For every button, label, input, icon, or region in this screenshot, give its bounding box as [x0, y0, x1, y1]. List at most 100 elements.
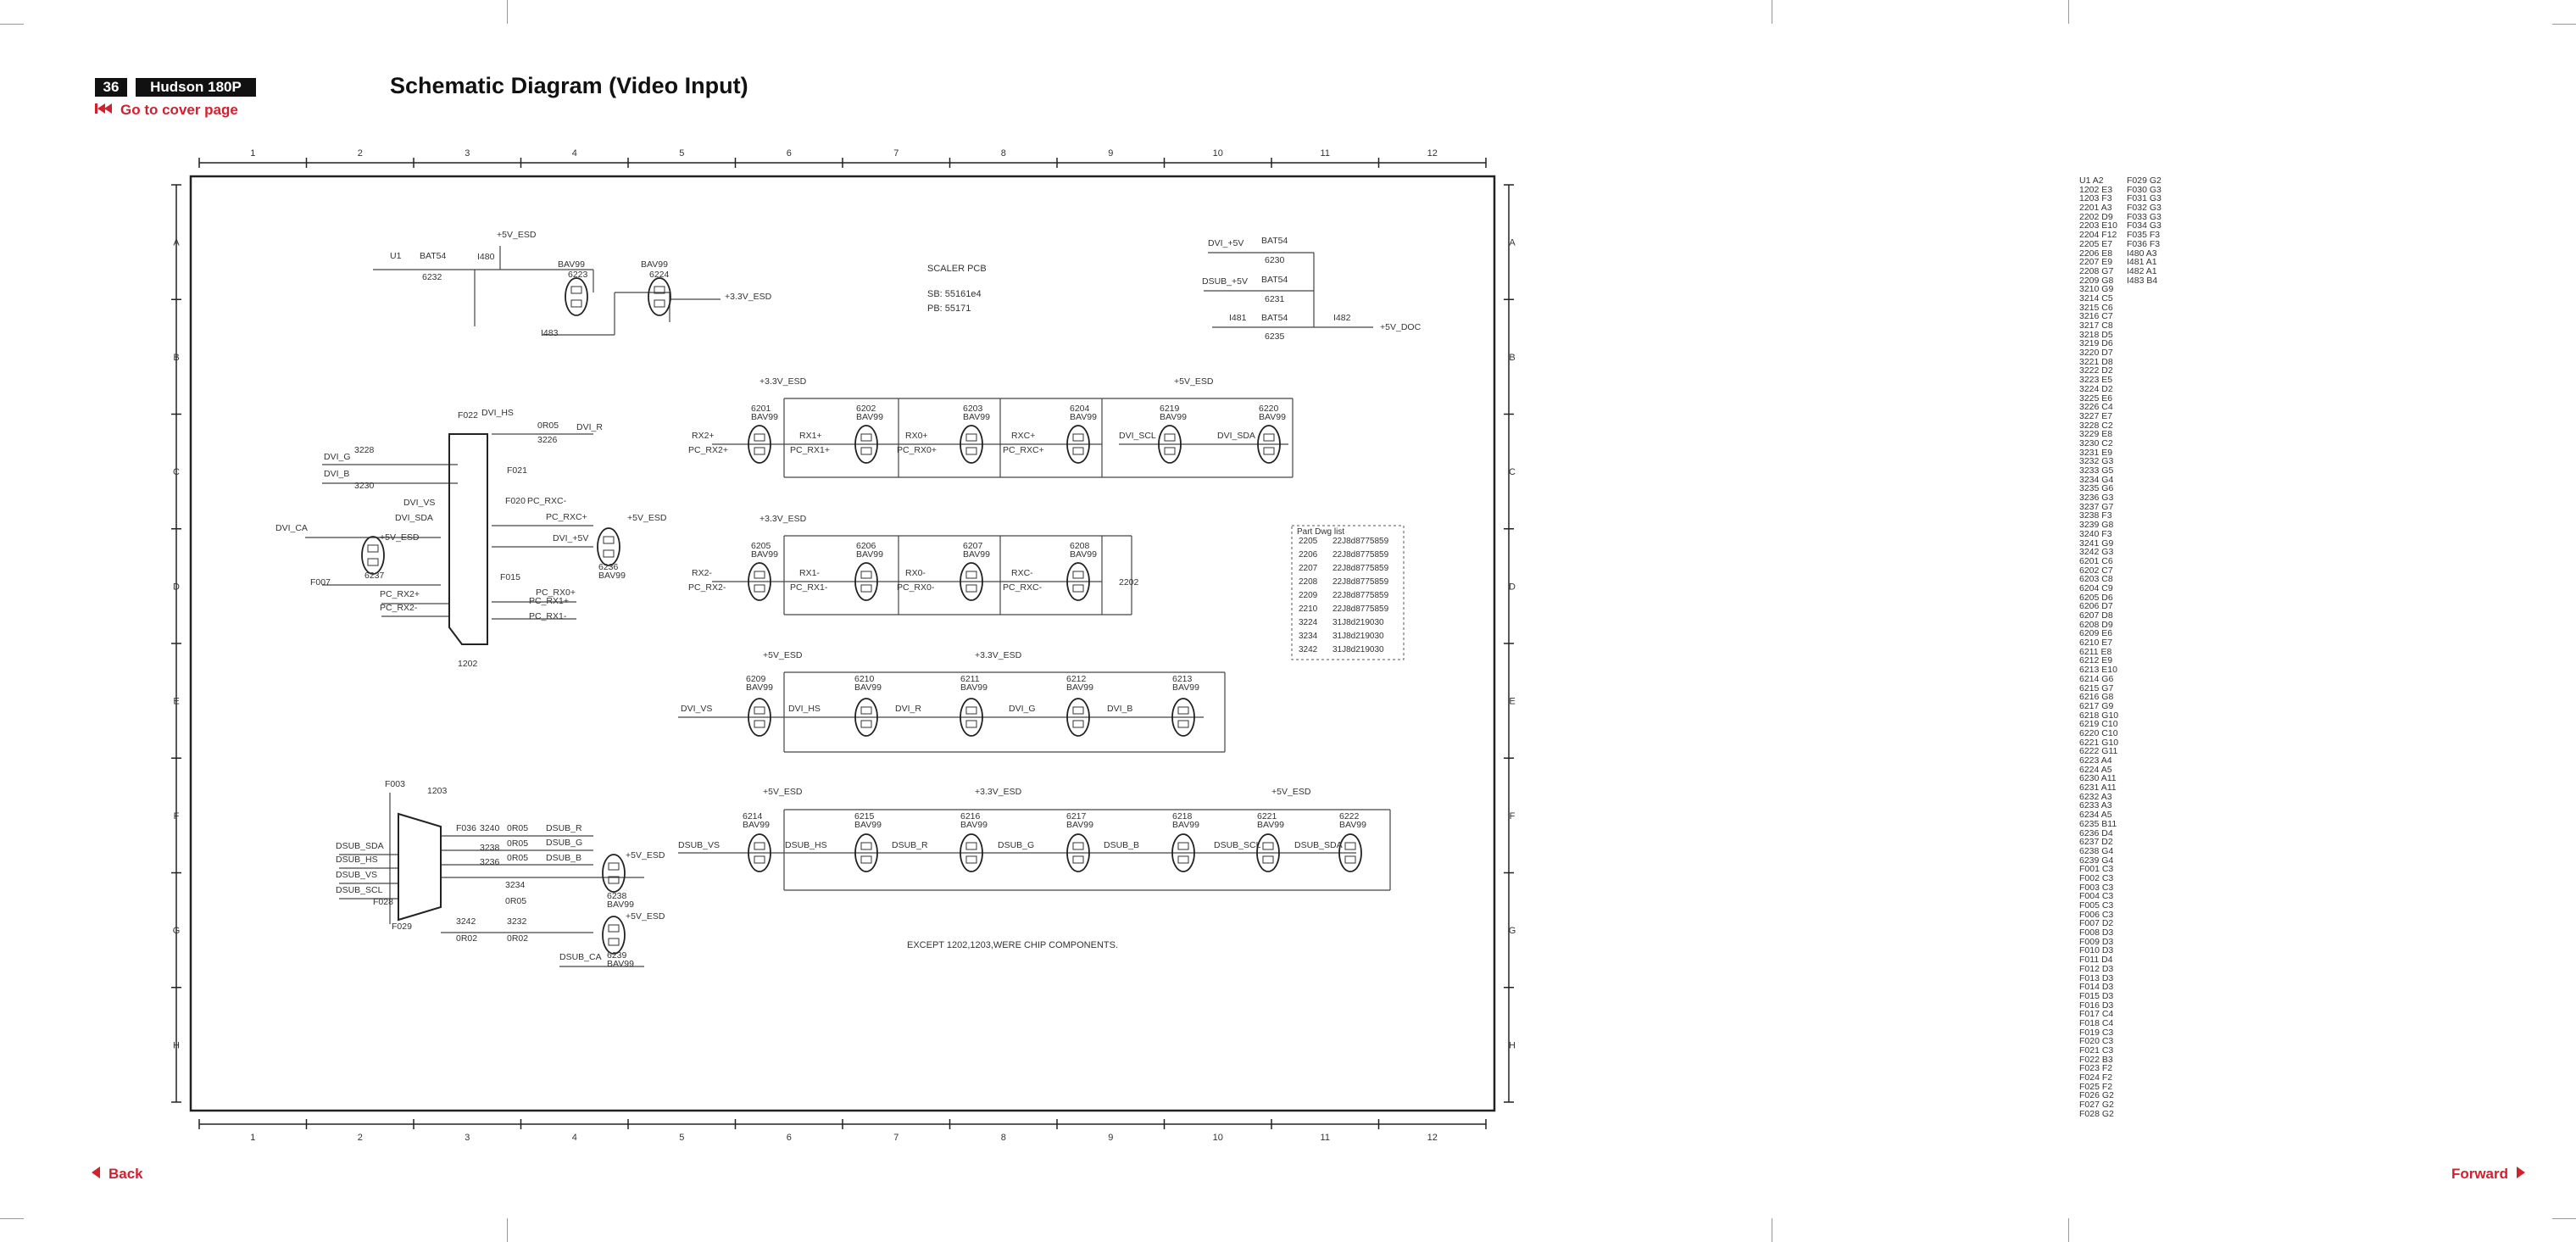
reference-entry: 6222 G11 [2079, 746, 2118, 757]
reference-entry: F034 G3 [2127, 220, 2162, 231]
net-label: PC_RX0+ [536, 588, 576, 598]
back-label: Back [108, 1166, 143, 1182]
diode-element [754, 584, 765, 593]
schematic-border [189, 175, 1496, 1112]
net-label: +5V_ESD [627, 513, 667, 523]
net-label: 0R05 [507, 838, 528, 849]
grid-column-label: 2 [358, 148, 363, 159]
reference-entry: F008 D3 [2079, 927, 2114, 938]
grid-row-label: G [1509, 926, 1516, 936]
grid-column-label: 9 [1108, 148, 1113, 159]
reference-entry: 6231 A11 [2079, 783, 2117, 794]
part-table-ref: 2210 [1299, 604, 1318, 614]
net-label: BAV99 [1339, 820, 1366, 830]
net-label: +5V_ESD [763, 650, 803, 660]
net-label: DSUB_+5V [1202, 276, 1248, 287]
grid-column-label: 12 [1427, 1133, 1438, 1143]
diode-element [860, 433, 872, 442]
net-label: 6212 [1066, 674, 1087, 684]
net-label: 3226 [537, 435, 558, 445]
reference-entry: 6204 C9 [2079, 582, 2113, 593]
net-label: BAT54 [1261, 313, 1288, 323]
net-label: 3228 [354, 445, 375, 455]
reference-entry: 6233 A3 [2079, 800, 2112, 811]
reference-entry: 6203 C8 [2079, 574, 2113, 585]
forward-button[interactable]: Forward [2451, 1166, 2525, 1183]
reference-entry: F024 F2 [2079, 1072, 2113, 1083]
reference-entry: 3221 D8 [2079, 356, 2113, 367]
part-table-ref: 3242 [1299, 645, 1318, 654]
diode-element [1177, 720, 1189, 728]
diode-symbol [854, 698, 878, 737]
net-label: BAV99 [963, 412, 990, 422]
net-label: RX0+ [905, 431, 928, 441]
net-label: 6211 [960, 674, 980, 684]
reference-entry: F029 G2 [2127, 175, 2162, 186]
net-label: BAV99 [1066, 820, 1093, 830]
rewind-icon [95, 102, 114, 119]
reference-entry: I481 A1 [2127, 257, 2157, 268]
diode-symbol [1066, 425, 1090, 464]
reference-entry: 6209 E6 [2079, 628, 2113, 639]
diode-symbol [602, 854, 626, 893]
back-button[interactable]: Back [92, 1166, 143, 1183]
reference-entry: F006 C3 [2079, 909, 2114, 920]
net-label: +5V_ESD [1174, 376, 1214, 387]
reference-entry: 3219 D6 [2079, 338, 2113, 349]
net-label: DVI_R [576, 422, 603, 432]
net-label: BAV99 [1172, 820, 1199, 830]
reference-entry: 3231 E9 [2079, 447, 2113, 458]
diode-element [367, 544, 379, 553]
diode-element [965, 571, 977, 579]
grid-row-label: D [1509, 582, 1516, 592]
crop-mark [0, 1218, 24, 1219]
diode-symbol [1066, 698, 1090, 737]
reference-entry: 3217 C8 [2079, 320, 2113, 331]
diode-symbol [361, 536, 385, 575]
reference-entry: 3237 G7 [2079, 501, 2114, 512]
grid-ticks [171, 158, 1514, 1129]
net-label: RX2+ [692, 431, 715, 441]
reference-entry: 3224 D2 [2079, 383, 2113, 394]
reference-entry: 6224 A5 [2079, 764, 2112, 775]
reference-entry: 6219 C10 [2079, 719, 2118, 730]
diode-element [570, 299, 582, 308]
grid-column-label: 10 [1213, 148, 1223, 159]
diode-symbol [1257, 425, 1281, 464]
net-label: DSUB_B [1104, 840, 1139, 850]
net-label: 2202 [1119, 577, 1139, 588]
diode-element [754, 571, 765, 579]
net-label: 6204 [1070, 404, 1090, 414]
reference-entry: F003 C3 [2079, 882, 2114, 893]
net-label: BAV99 [963, 549, 990, 560]
grid-column-label: 8 [1001, 1133, 1006, 1143]
reference-entry: 2205 E7 [2079, 238, 2113, 249]
net-label: PC_RXC+ [1003, 445, 1044, 455]
diode-element [1177, 842, 1189, 850]
diode-symbol [854, 562, 878, 601]
net-label: BAV99 [960, 682, 988, 693]
net-label: BAV99 [598, 571, 626, 581]
diode-element [1072, 855, 1084, 864]
net-label: U1 [390, 251, 402, 261]
net-label: 1202 [458, 659, 478, 669]
net-label: 6207 [963, 541, 983, 551]
reference-entry: 3232 G3 [2079, 456, 2114, 467]
cover-link-label: Go to cover page [120, 102, 238, 118]
net-label: BAV99 [746, 682, 773, 693]
reference-entry: 3242 G3 [2079, 547, 2114, 558]
net-label: PC_RX0+ [897, 445, 937, 455]
net-label: 6235 [1265, 331, 1285, 342]
diode-element [608, 924, 620, 933]
diode-symbol [748, 562, 771, 601]
go-to-cover-link[interactable]: Go to cover page [95, 102, 238, 119]
net-label: I483 [541, 328, 559, 338]
grid-row-label: H [173, 1040, 180, 1050]
reference-entry: 1202 E3 [2079, 184, 2113, 195]
diode-element [1072, 571, 1084, 579]
net-label: BAV99 [1257, 820, 1284, 830]
reference-entry: F030 G3 [2127, 184, 2162, 195]
part-table-ref: 2205 [1299, 537, 1318, 546]
part-table-ref: 2207 [1299, 564, 1318, 573]
reference-entry: 6235 B11 [2079, 818, 2117, 829]
